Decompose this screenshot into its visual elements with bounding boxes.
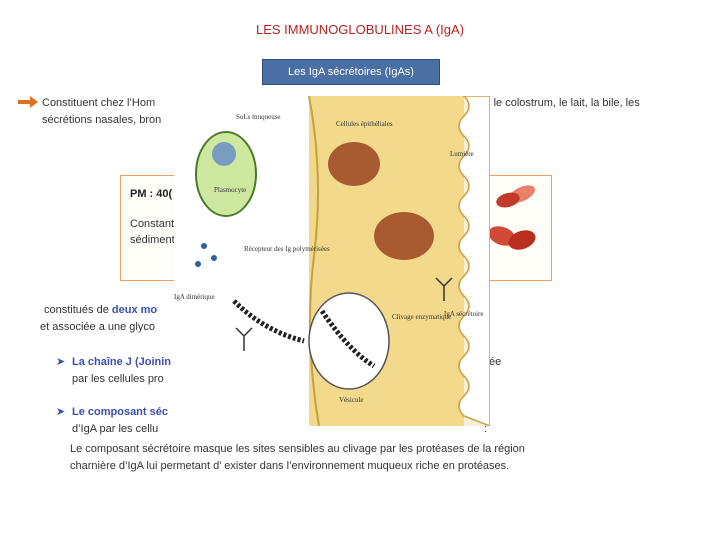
arrow-bullet-icon: [18, 96, 38, 108]
paragraph-line2: charnière d’IgA lui permetant d’ exister…: [70, 460, 510, 472]
label-clivage: Clivage enzymatique: [392, 313, 451, 321]
label-sol-muqueuse: SoLs muqueuse: [236, 113, 281, 121]
constant-line2: sédiment: [130, 234, 175, 246]
text-line2-left: sécrétions nasales, bron: [42, 114, 162, 126]
figure-drawing: SoLs muqueuse Cellules épithéliales Lumi…: [174, 95, 491, 428]
label-lumiere: Lumière: [450, 150, 474, 158]
struct-line1: constitués de deux mo: [44, 302, 157, 319]
struct-prefix: constitués de: [44, 304, 109, 316]
label-iga-dimerique: IgA dimérique: [174, 293, 215, 301]
label-plasmocyte: Plasmocyte: [214, 186, 246, 194]
label-iga-secretoire: IgA sécrétoire: [444, 310, 483, 318]
constant-line1: Constant: [130, 218, 175, 230]
page-title: LES IMMUNOGLOBULINES A (IgA): [255, 22, 465, 37]
iga-secretion-figure: SoLs muqueuse Cellules épithéliales Lumi…: [174, 95, 491, 428]
pm-text: PM : 40(: [130, 188, 173, 200]
struct-bold: deux mo: [111, 304, 158, 316]
label-vesicule: Vésicule: [339, 396, 364, 404]
label-recepteur: Récepteur des Ig polymérisées: [244, 245, 330, 253]
chain-j-text: La chaîne J (Joinin: [72, 356, 172, 368]
chain-j-line2: par les cellules pro: [72, 373, 164, 385]
composant-line2-right: :: [484, 423, 488, 435]
text-line1-left: Constituent chez l’Hom: [42, 97, 156, 109]
composant-text: Le composant séc: [72, 406, 168, 418]
composant-line2-left: d’IgA par les cellu: [72, 423, 159, 435]
text-line1-right: s, le colostrum, le lait, la bile, les: [482, 97, 640, 109]
label-cellules-epitheliales: Cellules épithéliales: [336, 120, 393, 128]
subtitle-banner: Les IgA sécrétoires (IgAs): [262, 59, 440, 85]
paragraph-line1: Le composant sécrétoire masque les sites…: [70, 443, 525, 455]
composant-bullet-icon: ➤: [56, 406, 66, 418]
chain-j-bullet-icon: ➤: [56, 356, 66, 368]
iga-molecule-illustration: [488, 185, 536, 250]
struct-line2: et associée a une glyco: [40, 321, 155, 333]
